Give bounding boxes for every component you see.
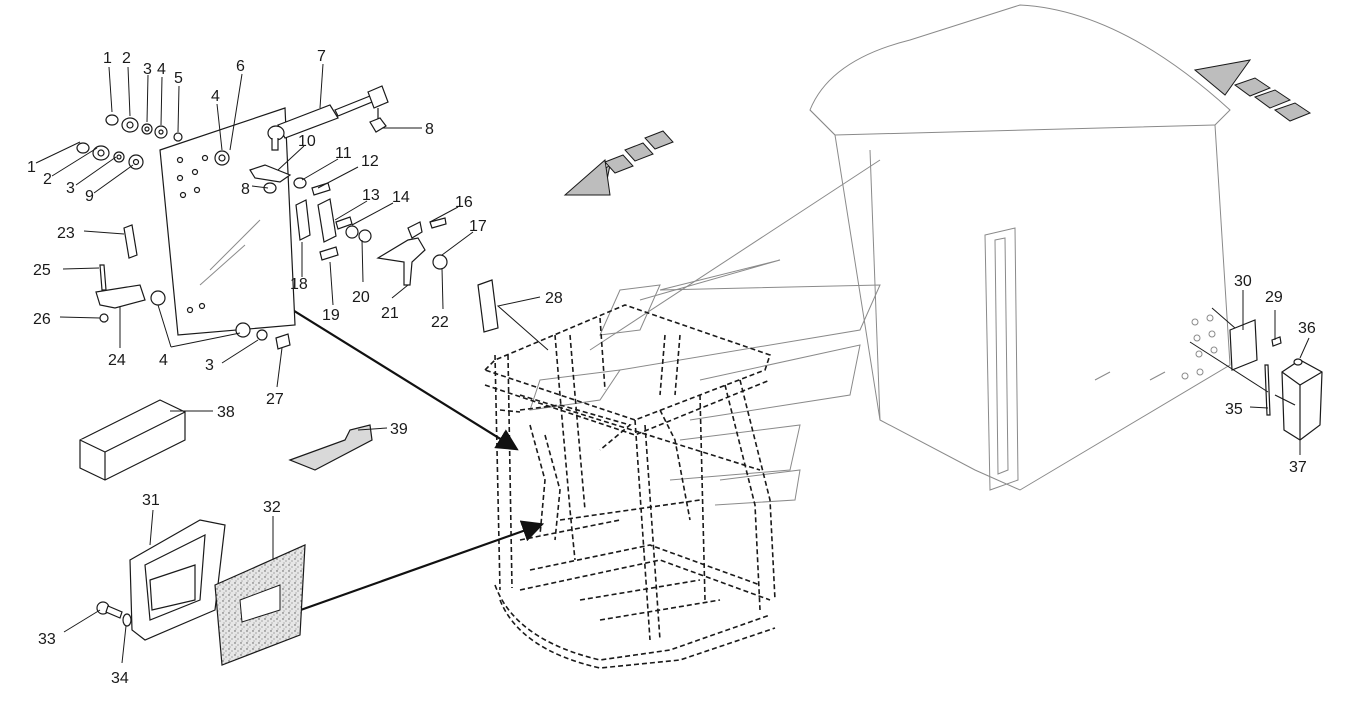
direction-arrow-upper-right: [1193, 59, 1312, 122]
callout-22: 22: [431, 314, 449, 331]
callout-31: 31: [142, 492, 160, 509]
callout-6: 6: [236, 58, 245, 75]
callout-28: 28: [545, 290, 563, 307]
callout-32: 32: [263, 499, 281, 516]
callout-12: 12: [361, 153, 379, 170]
hardware-upper-left: [76, 114, 230, 170]
part-box-38: [79, 399, 186, 481]
callout-4-mid: 4: [211, 88, 220, 105]
callout-14: 14: [392, 189, 410, 206]
callout-1-top: 1: [103, 50, 112, 67]
callout-30: 30: [1234, 273, 1252, 290]
callout-33: 33: [38, 631, 56, 648]
callout-19: 19: [322, 307, 340, 324]
callout-4-bottom: 4: [159, 352, 168, 369]
callout-labels: 1 2 3 4 5 6 4 7 8 1 2 3 9 10 11 12 8 13 …: [27, 48, 1316, 687]
callout-35: 35: [1225, 401, 1243, 418]
callout-3-top: 3: [143, 61, 152, 78]
hinge-hardware: [249, 164, 372, 261]
cab-holes-ghost: [1181, 314, 1218, 380]
callout-5: 5: [174, 70, 183, 87]
rod-and-handle: [123, 224, 499, 333]
callout-26: 26: [33, 311, 51, 328]
callout-25: 25: [33, 262, 51, 279]
cab-frame-dashed: [483, 304, 776, 669]
callout-13: 13: [362, 187, 380, 204]
callout-8-right: 8: [425, 121, 434, 138]
callout-18: 18: [290, 276, 308, 293]
callout-20: 20: [352, 289, 370, 306]
leader-lines: [35, 63, 1310, 664]
callout-4-top: 4: [157, 61, 166, 78]
callout-21: 21: [381, 305, 399, 322]
direction-arrow-center: [563, 130, 674, 196]
callout-29: 29: [1265, 289, 1283, 306]
callout-2-top: 2: [122, 50, 131, 67]
gas-strut: [267, 85, 389, 151]
part-plate-39: [288, 424, 373, 471]
callout-36: 36: [1298, 320, 1316, 337]
callout-17: 17: [469, 218, 487, 235]
part-frame-31: [129, 519, 226, 641]
latch-lever: [376, 217, 448, 286]
callout-37: 37: [1289, 459, 1307, 476]
callout-3-bottom: 3: [205, 357, 214, 374]
window-panel: [159, 107, 296, 336]
bolt-33-34: [96, 601, 132, 627]
callout-8-left: 8: [241, 181, 250, 198]
cab-body-ghost: [809, 4, 1231, 491]
callout-24: 24: [108, 352, 126, 369]
callout-2-left: 2: [43, 171, 52, 188]
callout-23: 23: [57, 225, 75, 242]
part-gasket-32: [214, 544, 306, 666]
callout-11: 11: [335, 145, 352, 162]
right-bracket-parts: [1229, 319, 1323, 441]
callout-39: 39: [390, 421, 408, 438]
callout-10: 10: [298, 133, 316, 150]
callout-7: 7: [317, 48, 326, 65]
callout-38: 38: [217, 404, 235, 421]
callout-3-left: 3: [66, 180, 75, 197]
lower-hinge: [95, 264, 291, 350]
frame-ghost-lines: [529, 159, 881, 506]
callout-1-left: 1: [27, 159, 36, 176]
callout-27: 27: [266, 391, 284, 408]
callout-16: 16: [455, 194, 473, 211]
callout-34: 34: [111, 670, 129, 687]
callout-9: 9: [85, 188, 94, 205]
